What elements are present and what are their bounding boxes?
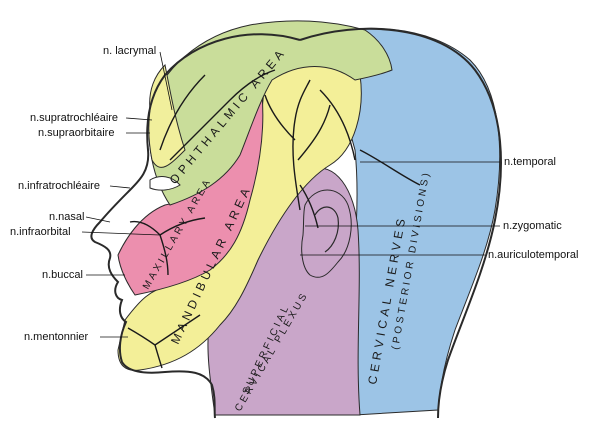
region-ophthalmic: [148, 20, 393, 206]
nerve-branch: [159, 234, 169, 276]
nerve-branch: [292, 79, 311, 211]
pointer-nasal: [85, 216, 111, 223]
nerve-branch: [169, 69, 276, 161]
label-infraorbital: n.infraorbital: [10, 226, 71, 238]
label-supratrochleaire: n.supratrochléaire: [30, 112, 119, 124]
nerve-branch: [299, 184, 319, 229]
label-infratrochleaire: n.infratrochléaire: [18, 180, 100, 192]
ear-inner: [314, 206, 339, 253]
nerve-branch: [297, 104, 331, 161]
nerve-branch: [264, 94, 296, 141]
nerve-branch: [159, 74, 206, 151]
nerve-branch: [159, 217, 206, 236]
pointer-lines: [81, 51, 500, 338]
pointer-supratrochleaire: [125, 117, 153, 121]
eye: [149, 176, 181, 191]
face-outline: [90, 27, 502, 419]
label-lacrymal: n. lacrymal: [103, 45, 157, 57]
pointer-lacrymal: [159, 51, 173, 111]
region-forehead: [148, 63, 186, 168]
label-zygomatic: n.zygomatic: [503, 220, 562, 232]
label-nasal: n.nasal: [49, 211, 85, 223]
label-supraorbitaire: n.supraorbitaire: [38, 127, 115, 139]
nerve-branch: [129, 220, 161, 236]
label-mentonnier: n.mentonnier: [24, 331, 89, 343]
nerve-branch: [359, 149, 421, 186]
nerve-branch: [319, 89, 356, 161]
label-temporal: n.temporal: [504, 156, 556, 168]
pointer-infraorbital: [81, 231, 161, 236]
nerve-branch: [154, 344, 163, 369]
nerve-branch: [154, 314, 201, 346]
label-buccal: n.buccal: [42, 269, 83, 281]
pointer-infratrochleaire: [109, 185, 131, 189]
nerve-branch: [127, 327, 156, 346]
label-auriculotemporal: n.auriculotemporal: [488, 249, 579, 261]
nerve-lines: [127, 69, 421, 369]
